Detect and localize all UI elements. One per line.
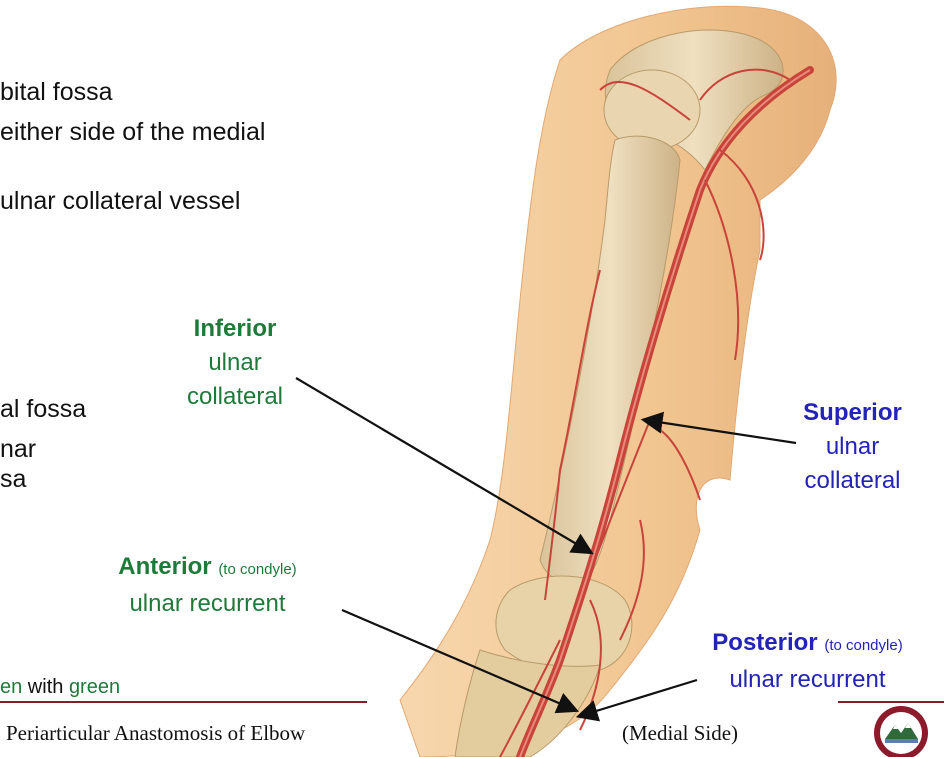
bullet-3: ulnar collateral vessel <box>0 187 241 215</box>
superior-ulnar-collateral-label: Superior ulnar collateral <box>780 396 925 498</box>
legend-part2: with <box>22 676 69 698</box>
inferior-leader-line <box>295 377 594 555</box>
anterior-leader-line <box>341 608 580 714</box>
superior-line2: ulnar <box>825 433 880 460</box>
posterior-title: Posterior <box>712 629 818 656</box>
bullet-2: either side of the medial <box>0 118 266 146</box>
bullet-1: bital fossa <box>0 78 113 106</box>
inferior-line3: collateral <box>186 383 284 410</box>
branch-vessels <box>499 68 791 757</box>
anterior-line2: ulnar recurrent <box>129 590 286 617</box>
anterior-note: (to condyle) <box>218 561 297 578</box>
bullet-6: sa <box>0 465 27 493</box>
anterior-title: Anterior <box>118 553 212 580</box>
footer-side: (Medial Side) <box>622 721 739 745</box>
posterior-note: (to condyle) <box>824 637 903 654</box>
bullet-4: al fossa <box>0 395 87 423</box>
superior-title: Superior <box>803 399 902 426</box>
superior-line3: collateral <box>804 467 901 494</box>
bullet-5: nar <box>0 435 37 463</box>
legend-part1: en <box>0 676 23 698</box>
anterior-ulnar-recurrent-label: Anterior (to condyle) ulnar recurrent <box>95 550 320 621</box>
footer-title: Periarticular Anastomosis of Elbow <box>6 721 306 745</box>
posterior-ulnar-recurrent-label: Posterior (to condyle) ulnar recurrent <box>690 626 925 697</box>
superior-leader-line <box>640 411 797 445</box>
inferior-ulnar-collateral-label: Inferior ulnar collateral <box>160 312 310 414</box>
legend-part3: green <box>68 676 121 698</box>
posterior-line2: ulnar recurrent <box>729 666 886 693</box>
legend-line: en with green <box>0 676 120 699</box>
posterior-leader-line <box>575 678 698 722</box>
brachial-artery-highlight <box>519 69 811 757</box>
inferior-title: Inferior <box>193 315 277 342</box>
inferior-line2: ulnar <box>208 349 262 376</box>
university-seal <box>874 706 928 757</box>
